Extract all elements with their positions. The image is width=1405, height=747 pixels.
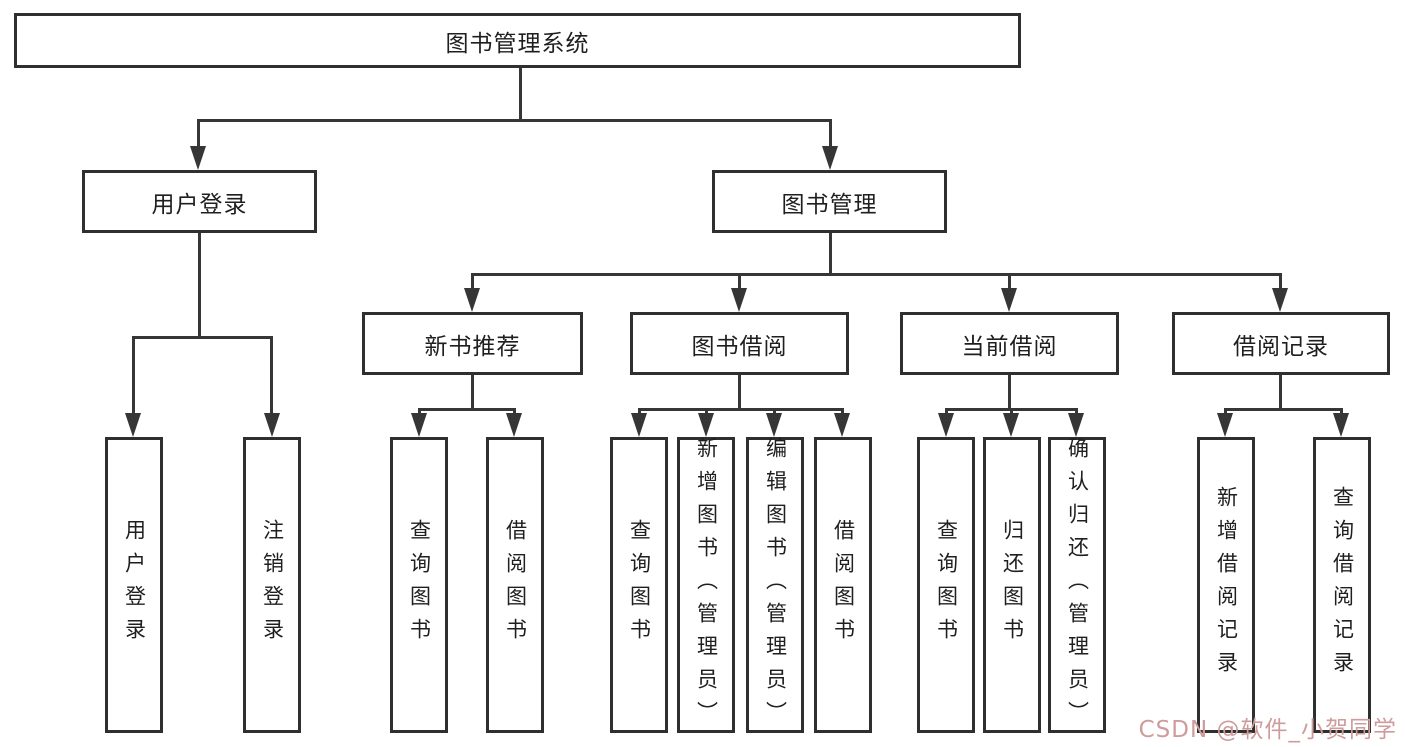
connector-drop [1279,273,1282,291]
node-book-borrow: 图书借阅 [630,312,849,375]
arrow-down-icon [1333,413,1349,437]
leaf-logout: 注销登录 [243,437,301,733]
node-new-book-recommend: 新书推荐 [362,312,583,375]
connector-groupE-rail [1224,408,1343,411]
leaf-borrow-book-2: 借阅图书 [814,437,872,733]
connector-root-stem [519,68,522,119]
connector-drop [197,119,200,149]
arrow-down-icon [1217,413,1233,437]
leaf-label: 查询借阅记录 [1330,486,1355,684]
arrow-down-icon [264,413,280,437]
node-label: 当前借阅 [961,333,1058,360]
arrow-down-icon [506,413,522,437]
node-label: 借阅记录 [1233,333,1329,360]
leaf-query-book-3: 查询图书 [917,437,975,733]
leaf-add-book-admin: 新增图书（管理员） [677,436,735,734]
arrow-down-icon [411,413,427,437]
node-label: 用户登录 [151,191,248,218]
arrow-down-icon [1003,413,1019,437]
arrow-down-icon [938,413,954,437]
connector-currentborrow-stem [1008,375,1011,411]
connector-drop [132,336,135,416]
connector-drop [829,119,832,149]
leaf-label: 编辑图书（管理员） [763,436,788,734]
leaf-label: 查询图书 [934,519,959,651]
leaf-label: 查询图书 [407,519,432,651]
leaf-label: 借阅图书 [831,519,856,651]
leaf-query-book-1: 查询图书 [390,437,448,733]
connector-newbook-stem [471,375,474,411]
node-label: 图书管理系统 [445,30,590,57]
connector-level3-rail [471,273,1282,276]
arrow-down-icon [731,288,747,312]
leaf-label: 归还图书 [1000,519,1025,651]
arrow-down-icon [1001,288,1017,312]
leaf-user-login: 用户登录 [105,437,163,733]
node-book-management: 图书管理 [712,170,947,233]
leaf-label: 新增图书（管理员） [694,436,719,734]
node-root-library-system: 图书管理系统 [14,13,1021,68]
node-label: 新书推荐 [424,333,521,360]
connector-drop [1008,273,1011,291]
connector-drop [738,273,741,291]
arrow-down-icon [766,413,782,437]
leaf-label: 注销登录 [260,519,285,651]
leaf-label: 用户登录 [122,519,147,651]
arrow-down-icon [190,146,206,170]
connector-drop [471,273,474,291]
arrow-down-icon [464,288,480,312]
connector-groupC-rail [638,408,844,411]
watermark: CSDN @软件_小贺同学 [1138,717,1397,743]
leaf-add-borrow-record: 新增借阅记录 [1197,437,1255,733]
node-label: 图书借阅 [691,333,788,360]
leaf-confirm-return-admin: 确认归还（管理员） [1048,436,1106,734]
arrow-down-icon [631,413,647,437]
arrow-down-icon [822,146,838,170]
connector-groupA-rail [132,336,273,339]
arrow-down-icon [125,413,141,437]
connector-bookborrow-stem [738,375,741,411]
node-borrow-record: 借阅记录 [1172,312,1390,375]
node-label: 图书管理 [781,191,878,218]
connector-level2-rail [197,119,831,122]
connector-userlogin-stem [198,233,201,339]
arrow-down-icon [1272,288,1288,312]
leaf-borrow-book-1: 借阅图书 [486,437,544,733]
connector-drop [270,336,273,416]
leaf-query-borrow-record: 查询借阅记录 [1313,437,1371,733]
arrow-down-icon [698,413,714,437]
connector-groupB-rail [418,408,516,411]
leaf-return-book: 归还图书 [983,437,1041,733]
leaf-query-book-2: 查询图书 [610,437,668,733]
node-user-login: 用户登录 [82,170,317,233]
connector-bookmgmt-stem [829,233,832,276]
leaf-label: 借阅图书 [503,519,528,651]
leaf-label: 查询图书 [627,519,652,651]
connector-borrowrecord-stem [1279,375,1282,411]
arrow-down-icon [1068,413,1084,437]
arrow-down-icon [834,413,850,437]
leaf-label: 确认归还（管理员） [1065,436,1090,734]
node-current-borrow: 当前借阅 [900,312,1119,375]
leaf-edit-book-admin: 编辑图书（管理员） [746,436,804,734]
leaf-label: 新增借阅记录 [1214,486,1239,684]
